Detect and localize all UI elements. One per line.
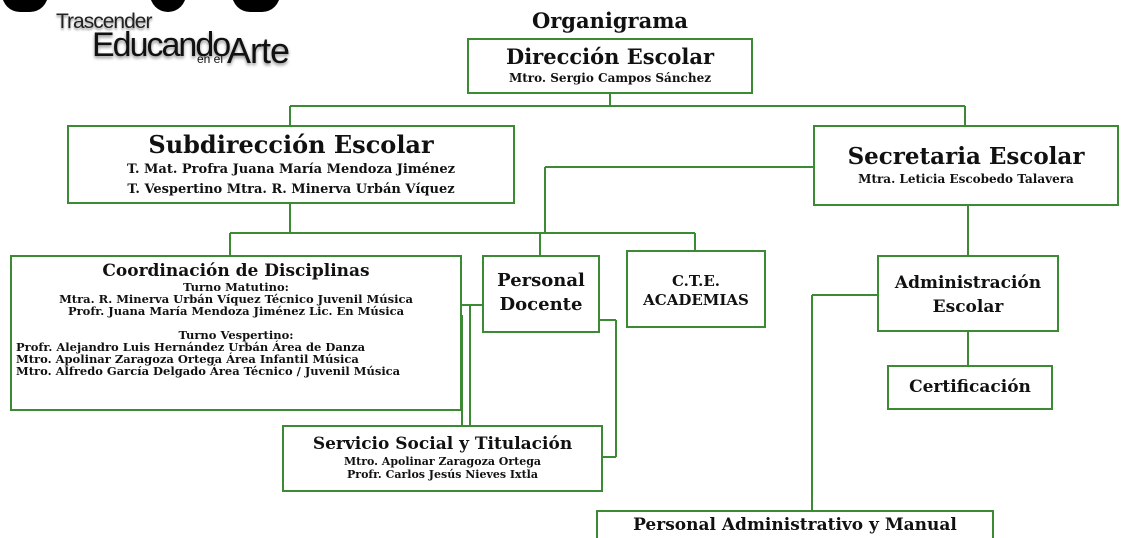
servicio-social-titulacion-box: Servicio Social y Titulación Mtro. Apoli… [282, 425, 603, 492]
turno-vespertino-label: Turno Vespertino: [178, 328, 294, 342]
subdireccion-escolar-box: Subdirección Escolar T. Mat. Profra Juan… [67, 125, 515, 204]
page-title: Organigrama [531, 8, 689, 33]
secretaria-escolar-box: Secretaria Escolar Mtra. Leticia Escobed… [813, 125, 1119, 206]
personal-administrativo-box: Personal Administrativo y Manual [596, 510, 994, 538]
personal-administrativo-label: Personal Administrativo y Manual [633, 515, 957, 535]
logo-text-enel: en el [197, 52, 224, 66]
coordinacion-heading: Coordinación de Disciplinas [102, 261, 370, 281]
personal-docente-line2: Docente [499, 294, 583, 315]
matutino-line: Mtra. R. Minerva Urbán Víquez Técnico Ju… [59, 292, 413, 306]
coordinacion-disciplinas-box: Coordinación de Disciplinas Turno Matuti… [10, 255, 462, 411]
logo-text-arte: Arte [227, 30, 290, 71]
personal-docente-box: Personal Docente [482, 255, 600, 333]
logo-shape [232, 0, 280, 12]
cte-line2: ACADEMIAS [643, 291, 749, 309]
logo-shape [150, 0, 186, 12]
school-logo: Trascender Educando en el Arte [0, 0, 320, 80]
subdireccion-line1: T. Mat. Profra Juana María Mendoza Jimén… [126, 162, 455, 177]
direccion-heading: Dirección Escolar [505, 44, 715, 69]
secretaria-name: Mtra. Leticia Escobedo Talavera [858, 172, 1074, 186]
matutino-line: Profr. Juana María Mendoza Jiménez Lic. … [67, 304, 405, 318]
certificacion-label: Certificación [909, 377, 1031, 397]
direccion-name: Mtro. Sergio Campos Sánchez [508, 71, 712, 85]
administracion-line1: Administración [894, 273, 1042, 293]
secretaria-heading: Secretaria Escolar [847, 143, 1085, 170]
vespertino-line: Mtro. Apolinar Zaragoza Ortega Área Infa… [16, 352, 359, 366]
vespertino-line: Mtro. Alfredo García Delgado Área Técnic… [16, 364, 401, 378]
turno-matutino-label: Turno Matutino: [183, 280, 289, 294]
cte-academias-box: C.T.E. ACADEMIAS [626, 250, 766, 328]
certificacion-box: Certificación [887, 365, 1053, 410]
logo-shape [2, 0, 48, 12]
logo-text-trascender: Trascender [56, 10, 152, 33]
subdireccion-heading: Subdirección Escolar [148, 130, 434, 159]
vespertino-line: Profr. Alejandro Luis Hernández Urbán Ár… [16, 340, 366, 354]
personal-docente-line1: Personal [497, 270, 585, 291]
administracion-line2: Escolar [932, 297, 1004, 317]
cte-line1: C.T.E. [671, 272, 720, 290]
servicio-heading: Servicio Social y Titulación [312, 434, 573, 454]
subdireccion-line2: T. Vespertino Mtra. R. Minerva Urbán Víq… [127, 182, 455, 197]
servicio-line2: Profr. Carlos Jesús Nieves Ixtla [347, 468, 538, 481]
servicio-line1: Mtro. Apolinar Zaragoza Ortega [343, 455, 542, 468]
logo-text-educando: Educando [92, 26, 231, 64]
administracion-escolar-box: Administración Escolar [877, 255, 1059, 332]
direccion-escolar-box: Dirección Escolar Mtro. Sergio Campos Sá… [467, 38, 753, 94]
